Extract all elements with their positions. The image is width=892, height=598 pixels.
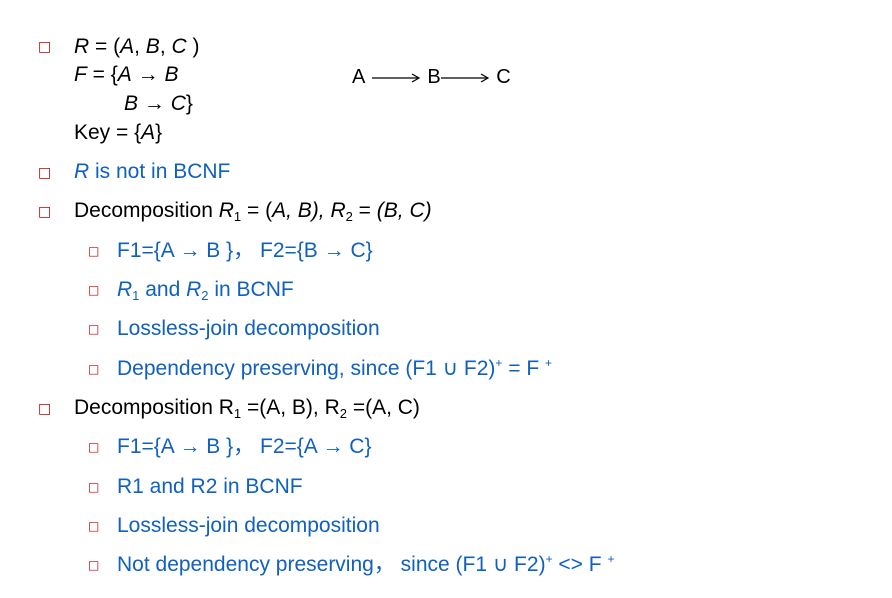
attr-b: B — [164, 63, 179, 86]
bullet-icon: □ — [88, 322, 100, 336]
relation-schema-line: R = (A, B, C ) — [74, 34, 199, 60]
text-part: and — [139, 278, 187, 301]
subscript: 2 — [201, 288, 209, 303]
decomposition-1-heading: Decomposition R1 = (A, B), R2 = (B, C) — [74, 198, 432, 224]
decomposition-1-dependency: Dependency preserving, since (F1 ∪ F2)+ … — [117, 356, 552, 382]
superscript: + — [495, 356, 503, 370]
relation-r: R — [218, 199, 234, 222]
decomposition-1-lossless: Lossless-join decomposition — [117, 317, 380, 340]
subscript: 2 — [345, 209, 353, 224]
attr-c: C — [170, 92, 186, 115]
superscript: + — [545, 552, 553, 566]
decomposition-2-heading: Decomposition R1 =(A, B), R2 =(A, C) — [74, 395, 420, 421]
bullet-icon: □ — [88, 362, 100, 376]
text-part: Not dependency preserving， since (F1 ∪ F… — [117, 553, 546, 576]
not-bcnf-statement: R is not in BCNF — [74, 159, 230, 185]
text-part: <> F — [552, 553, 608, 576]
decomposition-2-bcnf: R1 and R2 in BCNF — [117, 475, 303, 498]
bullet-icon: □ — [88, 440, 100, 454]
decomposition-2-lossless: Lossless-join decomposition — [117, 514, 380, 537]
attr-c: C — [171, 35, 187, 58]
bullet-icon: □ — [88, 283, 100, 297]
subscript: 2 — [339, 406, 347, 421]
decomposition-1-fds: F1={A → B }， F2={B → C} — [117, 239, 373, 262]
text-part: → — [131, 63, 165, 86]
text-part: Decomposition — [74, 199, 219, 222]
bullet-icon: □ — [88, 519, 100, 533]
relation-r: R — [74, 160, 90, 183]
text-part: = — [352, 199, 377, 222]
subscript: 1 — [132, 288, 140, 303]
superscript: + — [607, 552, 615, 566]
attrs: A, B), — [272, 199, 331, 222]
attr-b: B — [124, 92, 139, 115]
text-part: in BCNF — [208, 278, 294, 301]
text-part: , — [134, 35, 146, 58]
bullet-icon: □ — [38, 165, 52, 181]
decomposition-2-fds: F1={A → B }， F2={A → C} — [117, 435, 372, 458]
text-part: =(A, B), R — [241, 396, 340, 419]
relation-r: R — [186, 278, 202, 301]
text-part: = ( — [89, 35, 121, 58]
attr-a: A — [120, 35, 135, 58]
text-part: ) — [186, 35, 200, 58]
text-part: = F — [502, 357, 545, 380]
decomposition-2-dependency: Not dependency preserving， since (F1 ∪ F… — [117, 552, 614, 578]
arrow-right-icon — [440, 73, 489, 83]
text-part: is not in BCNF — [89, 160, 231, 183]
attr-b: B — [145, 35, 160, 58]
bullet-icon: □ — [88, 480, 100, 494]
bullet-icon: □ — [38, 39, 52, 55]
text-part: } — [185, 92, 193, 115]
chain-c: C — [496, 66, 511, 88]
key-line: Key = {A} — [74, 120, 162, 146]
dependency-chain: A B C — [352, 64, 511, 90]
relation-r: R — [330, 199, 346, 222]
text-part: , — [159, 35, 172, 58]
decomposition-1-bcnf: R1 and R2 in BCNF — [117, 277, 294, 303]
subscript: 1 — [233, 209, 242, 224]
bullet-icon: □ — [88, 558, 100, 572]
superscript: + — [545, 356, 553, 370]
text-part: Key = { — [74, 121, 142, 144]
fd-set-line-1: F = {A → B — [74, 62, 178, 88]
relation-r: R — [117, 278, 133, 301]
attrs: (B, C) — [376, 199, 432, 222]
relation-r: R — [74, 35, 90, 58]
fd-set-line-2: B → C} — [124, 91, 193, 117]
fd-f: F — [74, 63, 87, 86]
bullet-icon: □ — [88, 244, 100, 258]
bullet-icon: □ — [38, 401, 52, 417]
subscript: 1 — [233, 406, 242, 421]
arrow-right-icon — [371, 73, 421, 83]
bullet-icon: □ — [38, 204, 52, 220]
chain-b: B — [427, 66, 441, 88]
text-part: = ( — [241, 199, 273, 222]
text-part: } — [155, 121, 163, 144]
text-part: → — [138, 92, 171, 115]
text-part: Decomposition R — [74, 396, 234, 419]
text-part: Dependency preserving, since (F1 ∪ F2) — [117, 357, 496, 380]
attr-a: A — [141, 121, 156, 144]
text-part: =(A, C) — [346, 396, 420, 419]
text-part: = { — [86, 63, 118, 86]
attr-a: A — [117, 63, 132, 86]
chain-a: A — [352, 66, 365, 88]
